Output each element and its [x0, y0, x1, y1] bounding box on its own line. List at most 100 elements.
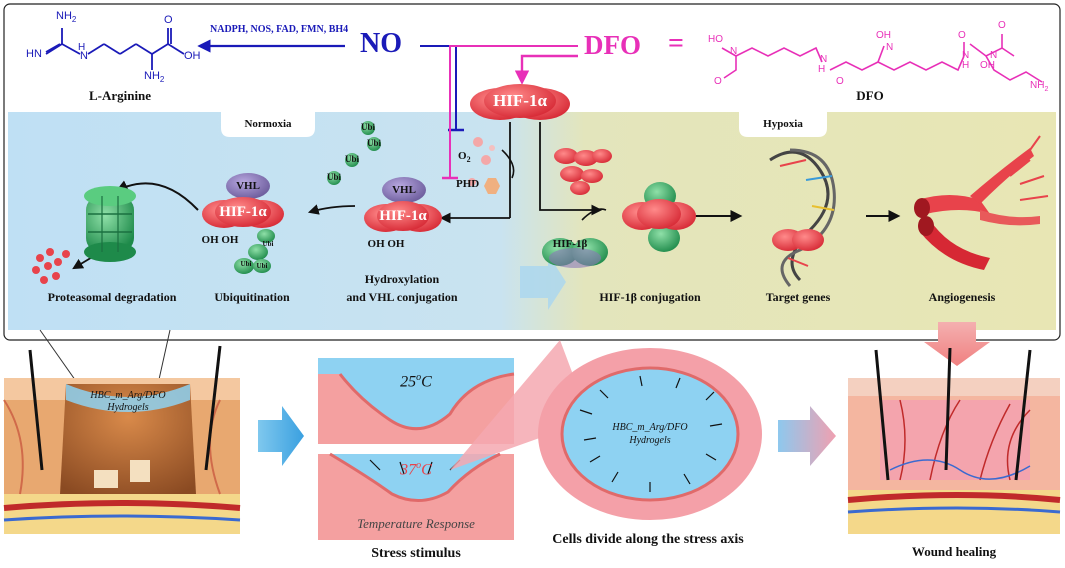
ubi-free-3: Ubi: [344, 154, 360, 164]
hypoxia-tab: [739, 112, 827, 137]
dfo-inhibition-line: [449, 45, 578, 178]
dfo-atom-o3: O: [958, 30, 966, 41]
dfo-atom-n1: N: [730, 46, 738, 57]
l-arginine-label: L-Arginine: [88, 88, 152, 103]
to-ubiquitination-arrow: [307, 204, 356, 215]
ubi-chain-2: Ubi: [240, 260, 252, 268]
step-ubiquitination: Ubiquitination: [214, 290, 290, 304]
temp-25c-label: 25oC: [400, 372, 432, 391]
cells-divide-label: Cells divide along the stress axis: [552, 532, 744, 547]
dna-target-genes: [769, 148, 836, 287]
normoxia-tab: [221, 112, 315, 137]
ubi-free-2: Ubi: [366, 138, 382, 148]
hif1a-label-ubiquitination: HIF-1α: [219, 204, 267, 220]
hydrogel-label-line1: HBC_m_Arg/DFO: [90, 390, 166, 401]
proteasome: [84, 186, 136, 262]
larg-atom-h: H: [78, 42, 86, 53]
larg-atom-o: O: [164, 14, 173, 26]
dfo-label: DFO: [584, 30, 641, 60]
dfo-atom-n4: N: [962, 50, 970, 61]
wound-healing-label: Wound healing: [911, 544, 997, 559]
ellipse-hydrogel-line2: Hydrogels: [629, 435, 671, 446]
dfo-atom-n3: N: [886, 42, 894, 53]
normoxia-label: Normoxia: [244, 118, 292, 130]
dfo-atom-o1: O: [714, 76, 722, 87]
stress-stimulus-label: Stress stimulus: [371, 546, 461, 561]
dfo-atom-oh1: OH: [876, 30, 891, 41]
stress-box-37c: [318, 452, 514, 540]
step-angiogenesis: Angiogenesis: [928, 290, 996, 304]
phd-label: PHD: [456, 178, 480, 190]
hydrogel-label-line2: Hydrogels: [107, 402, 149, 413]
hif1a-main-label: HIF-1α: [493, 91, 547, 110]
larg-atom-n: N: [80, 50, 88, 62]
dfo-atom-n5: N: [990, 50, 998, 61]
vhl-label-hydroxylation: VHL: [392, 184, 416, 196]
dfo-atom-h1: H: [818, 64, 826, 75]
dfo-atom-o4: O: [998, 20, 1006, 31]
temp-37c-label: 37oC: [400, 460, 432, 479]
larg-atom-nh2-bottom: NH2: [144, 70, 165, 85]
step-hydroxylation-line1: Hydroxylation: [364, 272, 440, 286]
callout-line-left: [39, 329, 79, 385]
hif1b-join-curve: [581, 208, 607, 221]
stress-box-25c: [318, 358, 515, 444]
hif1a-label-hydroxylation: HIF-1α: [379, 208, 427, 224]
step-hydroxylation-line2: and VHL conjugation: [346, 290, 458, 304]
ellipse-hydrogel-line1: HBC_m_Arg/DFO: [612, 422, 688, 433]
larg-atom-oh: OH: [184, 50, 201, 62]
dfo-structure: [721, 34, 1043, 83]
magnify-callout: [450, 340, 590, 470]
angiogenesis-vessels: [914, 135, 1049, 270]
ubi-chain-1: Ubi: [262, 240, 274, 248]
dfo-atom-h2: H: [962, 60, 970, 71]
cofactors-label: NADPH, NOS, FAD, FMN, BH4: [210, 24, 349, 35]
dfo-molecule-label: DFO: [856, 88, 884, 103]
band-transition-arrow: [520, 254, 566, 310]
o2-label: O2: [458, 150, 471, 165]
ubi-chain-3: Ubi: [256, 262, 268, 270]
dfo-atom-ho: HO: [708, 34, 723, 45]
larg-atom-nh2-top: NH2: [56, 10, 77, 25]
oh-label-ubiquitination: OH OH: [201, 234, 239, 246]
equals-sign: =: [668, 28, 684, 59]
to-proteasome-arrow: [115, 180, 199, 211]
phd-hexagon: [484, 178, 500, 194]
to-hypoxia-arrow: [539, 122, 603, 216]
degraded-fragments: [32, 248, 70, 284]
o2-curve: [501, 149, 515, 179]
l-arginine-structure: [45, 28, 185, 70]
temp-response-label: Temperature Response: [357, 516, 475, 531]
dfo-stabilize-arrow: [514, 54, 578, 85]
pathway-background: [8, 112, 1056, 330]
hydrogel-ellipse: [538, 348, 762, 520]
larg-atom-hn: HN: [26, 48, 42, 60]
step-proteasomal-degradation: Proteasomal degradation: [47, 290, 177, 304]
hif1a-main: [470, 84, 570, 120]
hif1b-label: HIF-1β: [552, 238, 588, 250]
arrow-to-healing: [778, 406, 836, 466]
step-target-genes: Target genes: [765, 290, 831, 304]
ubi-free-1: Ubi: [360, 122, 376, 132]
hif-dimer: [622, 182, 696, 252]
down-arrow-wound: [924, 322, 990, 366]
ubi-free-cluster: [327, 121, 381, 185]
hif-fragments-hypoxia: [554, 148, 612, 195]
vhl-label-ubiquitination: VHL: [236, 180, 260, 192]
healed-skin-right: [847, 347, 1061, 534]
hypoxia-label: Hypoxia: [763, 118, 803, 130]
hif1b-subunit: [542, 238, 608, 268]
ubiquitination-complex: [202, 173, 284, 274]
step-hif1b-conjugation: HIF-1β conjugation: [599, 290, 701, 304]
arrow-to-stress: [258, 406, 304, 466]
dfo-atom-nh2: NH2: [1030, 80, 1049, 93]
dfo-atom-oh2: OH: [980, 60, 995, 71]
oh-label-hydroxylation: OH OH: [367, 238, 405, 250]
no-label: NO: [360, 28, 402, 59]
wound-skin-left: [3, 345, 241, 534]
ubi-free-4: Ubi: [326, 172, 342, 182]
dfo-atom-o2: O: [836, 76, 844, 87]
dfo-atom-n2: N: [820, 54, 828, 65]
callout-line-right: [157, 329, 171, 385]
